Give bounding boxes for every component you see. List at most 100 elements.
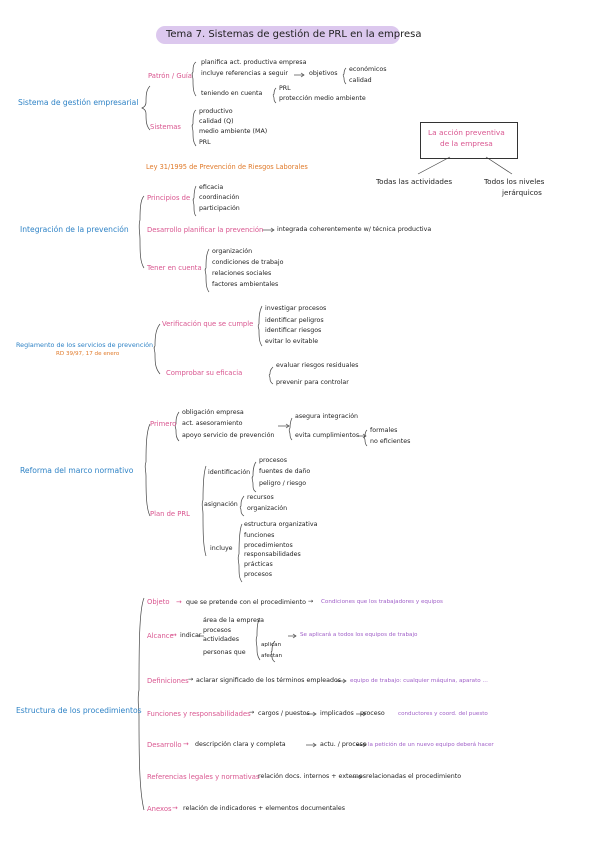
incluye-item: procesos: [244, 571, 273, 578]
principio-item: coordinación: [199, 194, 240, 201]
afectan-text: afectan: [261, 653, 283, 659]
sistemas-item: PRL: [199, 139, 211, 146]
incluye-item: responsabilidades: [244, 551, 301, 558]
plan-prl-label: Plan de PRL: [150, 510, 190, 518]
objeto-label: Objeto: [147, 598, 170, 606]
evita-text: evita cumplimientos: [295, 432, 360, 439]
principios-label: Principios de: [147, 194, 191, 202]
primero-item: apoyo servicio de prevención: [182, 432, 275, 439]
objetivos-text: objetivos: [309, 70, 338, 77]
comprobar-item: evaluar riesgos residuales: [276, 362, 359, 369]
alcance-item: área de la empresa: [203, 617, 264, 624]
patron-guia-label: Patrón / Guía: [148, 72, 192, 80]
sistemas-label: Sistemas: [150, 123, 181, 131]
todos-niveles-text: Todos los niveles: [484, 177, 545, 186]
arrow-icon: →: [183, 740, 189, 748]
integracion-heading: Integración de la prevención: [20, 225, 129, 234]
identificacion-label: identificación: [208, 469, 251, 476]
economicos-text: económicos: [349, 66, 387, 73]
definiciones-text: aclarar significado de los términos empl…: [196, 677, 342, 684]
identificacion-item: fuentes de daño: [259, 468, 311, 475]
alcance-item: actividades: [203, 636, 240, 643]
accion-box-line: de la empresa: [440, 139, 493, 148]
verificacion-item: evitar lo evitable: [265, 338, 319, 345]
indicar-text: indicar: [180, 632, 202, 639]
referencias-label: Referencias legales y normativas: [147, 773, 260, 781]
referencias-text-2: relacionadas el procedimiento: [366, 773, 462, 780]
calidad-text: calidad: [349, 77, 372, 84]
incluye-item: funciones: [244, 532, 275, 539]
proceso-text: proceso: [360, 710, 385, 717]
incluye-label: incluye: [210, 545, 233, 552]
alcance-example: Se aplicará a todos los equipos de traba…: [300, 632, 418, 638]
planifica-text: planifica act. productiva empresa: [201, 59, 307, 66]
asignacion-item: organización: [247, 505, 288, 512]
primero-label: Primero: [150, 420, 177, 428]
anexos-label: Anexos: [147, 805, 172, 813]
verificacion-item: investigar procesos: [265, 305, 327, 312]
funciones-text: cargos / puestos: [258, 710, 310, 717]
verificacion-item: identificar riesgos: [265, 327, 322, 334]
formales-text: formales: [370, 427, 398, 434]
accion-box-line: La acción preventiva: [428, 128, 505, 137]
incluye-item: estructura organizativa: [244, 521, 318, 528]
integrada-text: integrada coherentemente w/ técnica prod…: [277, 226, 432, 233]
anexos-text: relación de indicadores + elementos docu…: [183, 805, 346, 812]
arrow-icon: →: [308, 598, 314, 605]
primero-item: act. asesoramiento: [182, 420, 243, 427]
ley-heading: Ley 31/1995 de Prevención de Riesgos Lab…: [146, 163, 308, 171]
rd-reference: RD 39/97, 17 de enero: [56, 351, 120, 357]
arrow-icon: →: [176, 598, 182, 606]
verificacion-label: Verificación que se cumple: [162, 320, 254, 328]
page-title: Tema 7. Sistemas de gestión de PRL en la…: [166, 29, 422, 40]
primero-item: obligación empresa: [182, 409, 244, 416]
objeto-example: Condiciones que los trabajadores y equip…: [321, 599, 443, 605]
tener-item: organización: [212, 248, 253, 255]
sistemas-item: productivo: [199, 108, 233, 115]
principio-item: participación: [199, 205, 240, 212]
arrow-icon: →: [171, 631, 177, 639]
objeto-text: que se pretende con el procedimiento: [186, 599, 306, 606]
reglamento-heading: Reglamento de los servicios de prevenció…: [16, 341, 154, 349]
funciones-example: conductores y coord. del puesto: [398, 711, 488, 717]
comprobar-label: Comprobar su eficacia: [166, 369, 243, 377]
funciones-label: Funciones y responsabilidades: [147, 710, 251, 718]
asignacion-item: recursos: [247, 494, 274, 501]
implicados-text: implicados: [320, 710, 354, 717]
title-highlight: [156, 26, 400, 44]
identificacion-item: procesos: [259, 457, 288, 464]
desarrollo-planificar-label: Desarrollo planificar la prevención: [147, 226, 264, 234]
jerarquicos-text: jerárquicos: [502, 188, 542, 197]
alcance-label: Alcance: [147, 632, 174, 640]
incluye-referencias-text: incluye referencias a seguir: [201, 70, 288, 77]
alcance-item: procesos: [203, 627, 232, 634]
sistema-gestion-heading: Sistema de gestión empresarial: [18, 98, 139, 107]
tener-item: factores ambientales: [212, 281, 279, 288]
sistemas-item: medio ambiente (MA): [199, 128, 268, 135]
tener-item: relaciones sociales: [212, 270, 272, 277]
identificacion-item: peligro / riesgo: [259, 480, 307, 487]
aplican-text: aplican: [261, 642, 282, 648]
arrow-icon: →: [188, 676, 194, 683]
definiciones-label: Definiciones: [147, 677, 189, 685]
tener-item: condiciones de trabajo: [212, 259, 284, 266]
tener-en-cuenta-label: Tener en cuenta: [147, 264, 202, 272]
incluye-item: procedimientos: [244, 542, 293, 549]
desarrollo-text: descripción clara y completa: [195, 741, 286, 748]
reforma-heading: Reforma del marco normativo: [20, 466, 134, 475]
referencias-text: relación docs. internos + externos: [258, 773, 366, 780]
verificacion-item: identificar peligros: [265, 317, 324, 324]
sistemas-item: calidad (Q): [199, 118, 234, 125]
proteccion-text: protección medio ambiente: [279, 95, 366, 102]
teniendo-en-cuenta-text: teniendo en cuenta: [201, 90, 263, 97]
desarrollo-example: la petición de un nuevo equipo deberá ha…: [368, 742, 494, 748]
no-eficientes-text: no eficientes: [370, 438, 411, 445]
accion-preventiva-box: [420, 122, 518, 159]
arrow-icon: →: [249, 709, 255, 716]
todas-actividades-text: Todas las actividades: [376, 177, 453, 186]
definiciones-example: equipo de trabajo: cualquier máquina, ap…: [350, 678, 488, 684]
prl-text: PRL: [279, 85, 291, 92]
comprobar-item: prevenir para controlar: [276, 379, 349, 386]
asegura-text: asegura integración: [295, 413, 359, 420]
